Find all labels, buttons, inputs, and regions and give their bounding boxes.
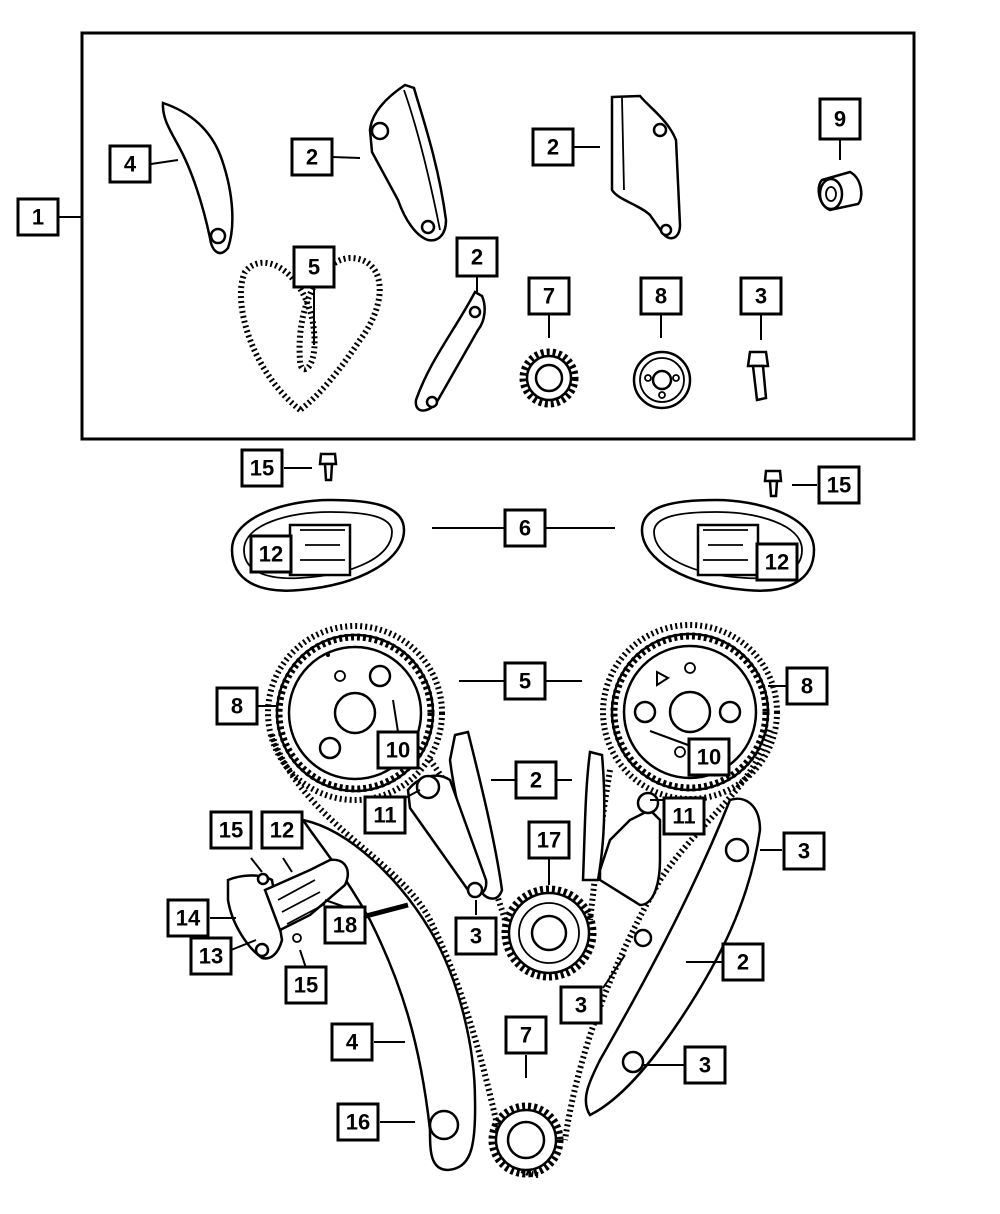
callout-2: 2	[514, 760, 558, 800]
callout-2: 2	[531, 127, 575, 167]
chain-tensioner-12	[226, 858, 349, 960]
callout-5: 5	[292, 245, 336, 289]
callout-2-label: 2	[737, 950, 749, 975]
callout-3: 3	[559, 985, 603, 1025]
callout-8-label: 8	[801, 674, 813, 699]
callout-15-label: 15	[250, 456, 274, 481]
callout-7-label: 7	[520, 1023, 532, 1048]
callout-7: 7	[504, 1015, 548, 1055]
guide-2c-kit-part	[414, 290, 486, 412]
callout-17: 17	[527, 820, 571, 860]
callout-3-label: 3	[755, 284, 767, 309]
callout-5-label: 5	[308, 255, 320, 280]
callout-18-label: 18	[333, 913, 357, 938]
callout-12-label: 12	[259, 542, 283, 567]
callout-15: 15	[240, 448, 284, 488]
callout-3-label: 3	[575, 993, 587, 1018]
callout-15: 15	[817, 465, 861, 505]
callout-7-label: 7	[543, 284, 555, 309]
callout-4-label: 4	[124, 152, 137, 177]
callout-3-label: 3	[699, 1053, 711, 1078]
callout-8-label: 8	[655, 284, 667, 309]
timing-chain-center-right	[587, 769, 613, 921]
callout-6-label: 6	[519, 516, 531, 541]
guide-2-left-center	[406, 730, 504, 900]
guide-2a-kit-part	[368, 83, 448, 242]
callout-15-label: 15	[827, 473, 851, 498]
callout-18: 18	[323, 905, 367, 945]
callout-6: 6	[503, 508, 547, 548]
timing-chain-left-run	[269, 734, 541, 1178]
guide-4-kit-part	[161, 101, 234, 255]
callout-5-label: 5	[519, 669, 531, 694]
callout-3: 3	[454, 916, 498, 956]
callout-10-label: 10	[386, 738, 410, 763]
callout-14-label: 14	[176, 906, 201, 931]
callout-10-label: 10	[697, 745, 721, 770]
callout-3: 3	[782, 831, 826, 871]
callout-11-label: 11	[672, 804, 695, 829]
callout-10: 10	[376, 730, 420, 770]
callout-9: 9	[818, 97, 862, 141]
callout-7: 7	[527, 276, 571, 316]
crank-sprocket-7	[488, 1102, 564, 1178]
callout-12-label: 12	[270, 818, 294, 843]
callout-15: 15	[209, 810, 253, 850]
guide-2-right-center	[581, 750, 662, 948]
callout-12: 12	[249, 534, 293, 574]
callout-1: 1	[16, 197, 60, 237]
callout-10: 10	[687, 737, 731, 777]
sprocket-7-kit-part	[519, 348, 579, 408]
callout-12: 12	[755, 542, 799, 582]
callout-14: 14	[166, 898, 210, 938]
callout-3: 3	[683, 1045, 727, 1085]
callout-2-label: 2	[547, 135, 559, 160]
bushing-9-kit-part	[817, 170, 863, 212]
callout-4: 4	[330, 1022, 374, 1062]
callout-4-label: 4	[346, 1030, 359, 1055]
callout-11: 11	[363, 795, 407, 835]
callout-2-label: 2	[306, 145, 318, 170]
callout-2: 2	[455, 236, 499, 278]
callout-8: 8	[215, 686, 259, 726]
kit-frame	[80, 31, 916, 441]
leader-lines	[57, 140, 841, 1123]
bolt-3-kit-part	[746, 350, 770, 402]
callout-8: 8	[785, 666, 829, 706]
callout-8-label: 8	[231, 694, 243, 719]
callout-2-label: 2	[471, 245, 483, 270]
guide-4-left	[300, 818, 477, 1172]
callout-16: 16	[336, 1102, 380, 1142]
sprocket-8-kit-part	[632, 350, 692, 410]
callout-12-label: 12	[765, 550, 789, 575]
callout-11: 11	[662, 796, 706, 836]
callout-2: 2	[290, 137, 334, 177]
callout-12: 12	[260, 810, 304, 850]
callout-13: 13	[189, 936, 233, 976]
callout-1-label: 1	[32, 205, 44, 230]
callout-2-label: 2	[530, 768, 542, 793]
bolt-15-upper-right	[763, 469, 783, 498]
callout-5: 5	[503, 661, 547, 701]
callout-13-label: 13	[199, 944, 223, 969]
guide-2-right-long	[584, 797, 762, 1117]
timing-chain-right-run	[562, 729, 773, 1141]
callout-16-label: 16	[346, 1110, 370, 1135]
callout-3: 3	[739, 276, 783, 316]
callout-11-label: 11	[373, 803, 396, 828]
callout-2: 2	[721, 942, 765, 982]
callout-15-label: 15	[219, 818, 243, 843]
callout-3-label: 3	[798, 839, 810, 864]
callout-15: 15	[284, 965, 328, 1005]
callout-9-label: 9	[834, 107, 846, 132]
callout-15-label: 15	[294, 973, 318, 998]
callout-8: 8	[639, 276, 683, 316]
callout-4: 4	[108, 144, 152, 184]
guide-2b-kit-part	[610, 94, 682, 240]
callout-17-label: 17	[537, 828, 561, 853]
callout-3-label: 3	[470, 924, 482, 949]
idler-sprocket-17	[501, 885, 597, 981]
bolt-15-upper-left	[318, 452, 338, 482]
